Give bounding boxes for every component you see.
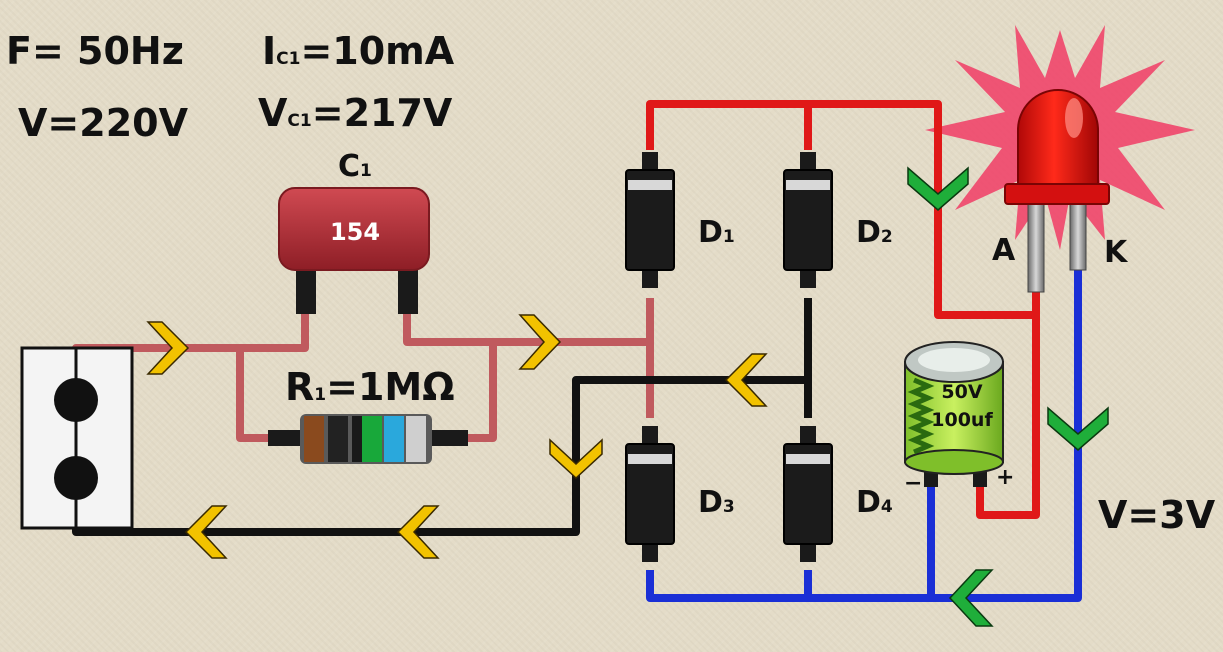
chevron-arrow-green-icon — [948, 569, 994, 627]
chevron-arrow-green-icon — [907, 166, 969, 211]
capacitor-c1 — [278, 187, 430, 314]
chevron-arrow-yellow-icon — [396, 505, 440, 559]
frequency-label: F= 50Hz — [6, 29, 184, 73]
led-anode-label: A — [992, 233, 1016, 268]
voltage-label: V=220V — [18, 101, 189, 145]
resistor-r1 — [268, 414, 468, 464]
d4-minus-sign: − — [904, 471, 922, 496]
diode-d1-label: D1 — [698, 215, 735, 250]
electrolytic-voltage: 50V — [941, 381, 982, 403]
electrolytic-plus: + — [996, 465, 1014, 490]
diode-d3-label: D3 — [698, 485, 735, 520]
wall-outlet-icon — [20, 346, 134, 530]
diode-d4 — [783, 425, 833, 563]
diode-d4-label: D4 — [856, 485, 893, 520]
resistor-label: R1=1MΩ — [285, 365, 455, 409]
output-voltage-label: V=3V — [1098, 493, 1216, 537]
electrolytic-capacitance: 100uf — [931, 409, 993, 431]
chevron-arrow-yellow-icon — [549, 438, 603, 480]
chevron-arrow-green-icon — [1047, 406, 1109, 451]
led — [1004, 89, 1110, 293]
cap-voltage-label: VC1=217V — [258, 91, 453, 135]
chevron-arrow-yellow-icon — [146, 321, 190, 375]
diode-d3 — [625, 425, 675, 563]
diode-d1 — [625, 151, 675, 289]
led-cathode-label: K — [1104, 235, 1129, 270]
chevron-arrow-yellow-icon — [518, 314, 562, 370]
diode-d2 — [783, 151, 833, 289]
chevron-arrow-yellow-icon — [184, 505, 228, 559]
dc-positive-wire — [646, 100, 1040, 519]
capacitor-code: 154 — [330, 218, 380, 246]
dc-negative-wire — [646, 265, 1082, 602]
electrolytic-capacitor — [904, 341, 1004, 487]
diode-d2-label: D2 — [856, 215, 893, 250]
current-label: IC1=10mA — [262, 29, 455, 73]
capacitor-label: C1 — [338, 149, 372, 184]
chevron-arrow-yellow-icon — [724, 353, 768, 407]
